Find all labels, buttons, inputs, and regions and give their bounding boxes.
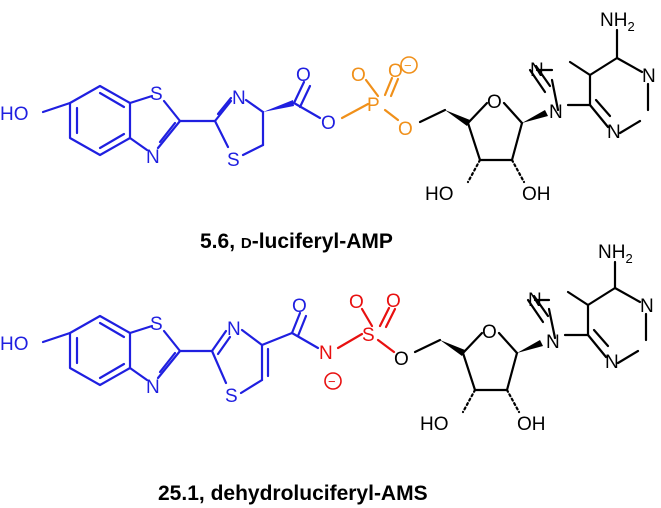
p-label: P xyxy=(367,95,380,116)
n3-label: N xyxy=(607,122,621,143)
n-benzo-label: N xyxy=(146,377,160,398)
caption-compound-1: 5.6, D-luciferyl-AMP xyxy=(200,230,393,253)
ho-label: HO xyxy=(0,104,29,125)
thiazole-2 xyxy=(210,311,320,395)
phosphate xyxy=(340,56,418,122)
s-thiazole-label: S xyxy=(225,386,238,407)
sulfamoyl xyxy=(324,306,397,390)
charge-label: − xyxy=(404,58,412,73)
charge-label: − xyxy=(328,374,336,389)
oh-left-label: HO xyxy=(420,414,449,435)
s-benzo-label: S xyxy=(150,314,163,335)
oh-right-label: OH xyxy=(522,184,551,205)
o-ring-label: O xyxy=(482,322,497,343)
o-s2-label: O xyxy=(386,291,401,312)
n3-label: N xyxy=(605,352,619,373)
oh-left-label: HO xyxy=(425,184,454,205)
compound-dehydroluciferyl-ams: HO S N N S O N − S O O O O NH2 N N N N H… xyxy=(0,242,654,505)
n-sulfamoyl-label: N xyxy=(319,343,333,364)
adenosine-1 xyxy=(418,28,650,184)
o-s1-label: O xyxy=(349,292,364,313)
o-ester-label: O xyxy=(321,113,336,134)
o-p1-label: O xyxy=(351,65,366,86)
benzothiazole-1 xyxy=(41,84,217,157)
n9-label: N xyxy=(549,102,563,123)
s-benzo-label: S xyxy=(150,84,163,105)
o-p2-label: O xyxy=(388,61,403,82)
n-thiazole-label: N xyxy=(227,319,241,340)
o-link-label: O xyxy=(394,349,409,370)
oh-right-label: OH xyxy=(517,414,546,435)
o-link-label: O xyxy=(398,119,413,140)
compound-luciferyl-amp: HO S N N S O O P O O − O O NH2 N N N N H… xyxy=(0,10,656,253)
n1-label: N xyxy=(640,296,654,317)
o-carbonyl-label: O xyxy=(292,296,307,317)
caption-compound-2: 25.1, dehydroluciferyl-AMS xyxy=(158,482,428,505)
adenosine-2 xyxy=(413,260,648,414)
n-benzo-label: N xyxy=(146,147,160,168)
thiazoline-1 xyxy=(213,80,322,157)
s-thiazoline-label: S xyxy=(227,150,240,171)
n7-label: N xyxy=(528,290,542,311)
nh2-label: NH2 xyxy=(600,10,635,34)
o-carbonyl-label: O xyxy=(296,65,311,86)
n-thiazoline-label: N xyxy=(232,88,246,109)
nh2-label: NH2 xyxy=(598,242,633,266)
s-label: S xyxy=(362,325,375,346)
benzothiazole-2 xyxy=(41,314,214,387)
o-ring-label: O xyxy=(487,92,502,113)
n9-label: N xyxy=(546,332,560,353)
n1-label: N xyxy=(642,66,656,87)
n7-label: N xyxy=(530,60,544,81)
ho-label: HO xyxy=(0,334,29,355)
